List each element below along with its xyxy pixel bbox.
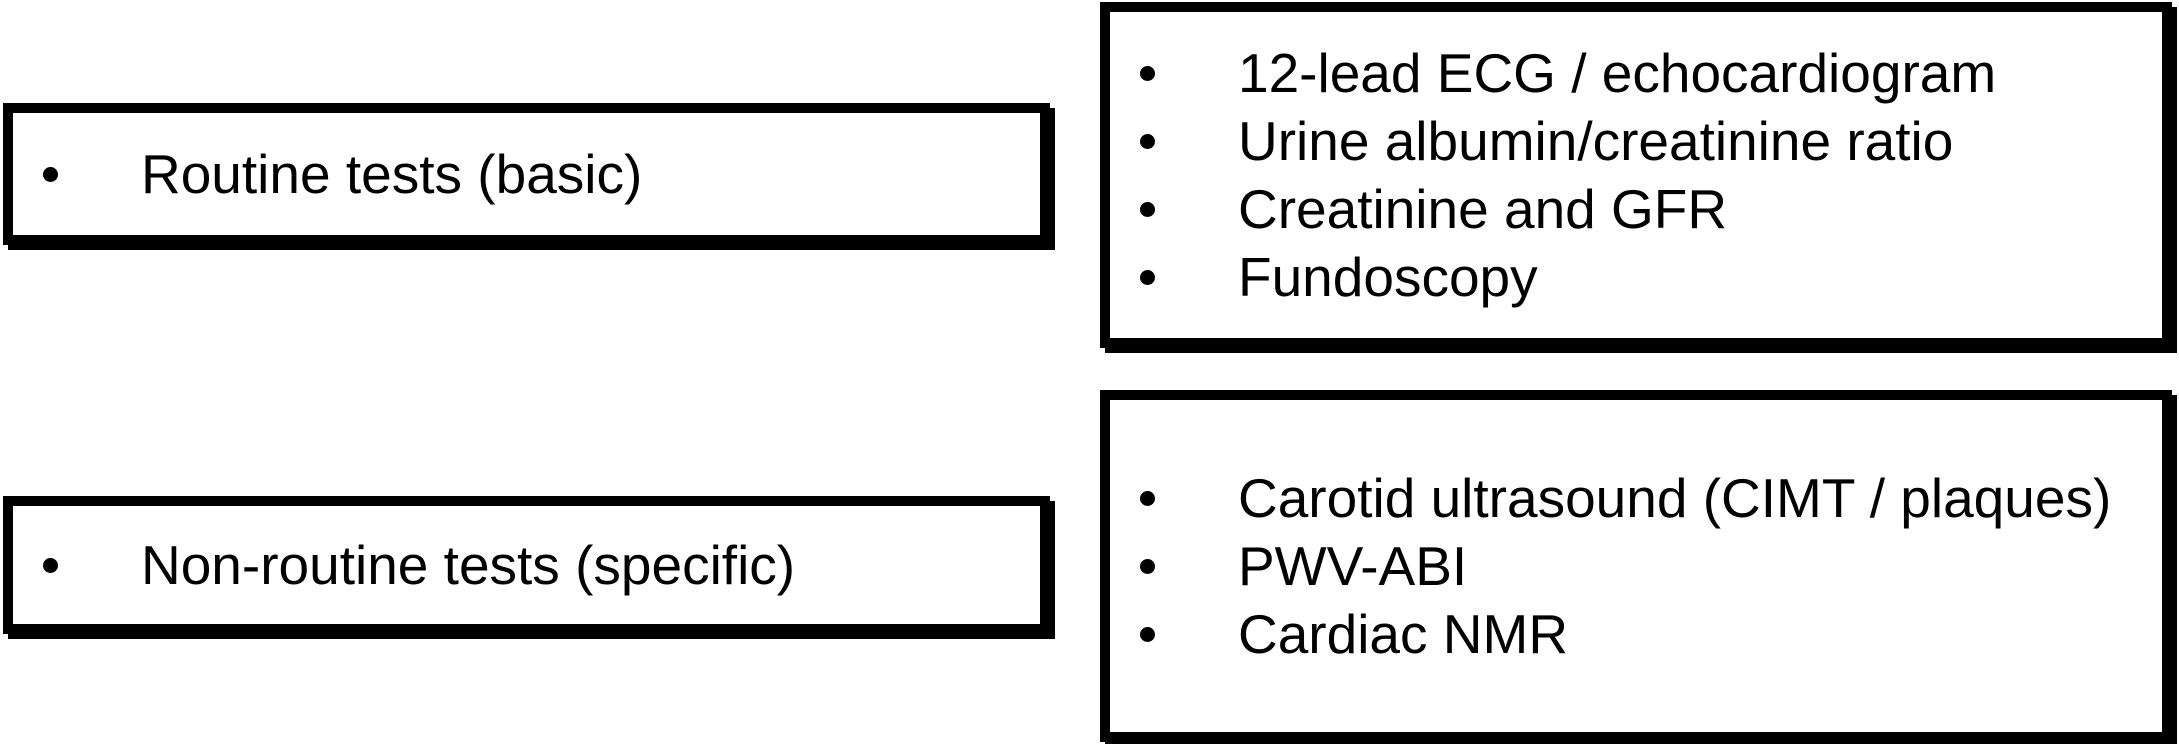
list-item: Creatinine and GFR	[1110, 175, 2162, 243]
routine-item-urine-label: Urine albumin/creatinine ratio	[1238, 110, 1954, 172]
routine-tests-detail-box: 12-lead ECG / echocardiogram Urine album…	[1100, 2, 2172, 348]
non-routine-item-nmr-label: Cardiac NMR	[1238, 603, 1569, 665]
bullet-icon	[43, 557, 58, 573]
list-item: 12-lead ECG / echocardiogram	[1110, 39, 2162, 107]
non-routine-tests-line: Non-routine tests (specific)	[13, 531, 1040, 599]
list-item: Urine albumin/creatinine ratio	[1110, 107, 2162, 175]
routine-item-ecg-label: 12-lead ECG / echocardiogram	[1238, 42, 1997, 104]
list-item: Fundoscopy	[1110, 243, 2162, 311]
bullet-icon	[1140, 65, 1155, 81]
non-routine-tests-label: Non-routine tests (specific)	[141, 534, 796, 596]
non-routine-item-carotid-label: Carotid ultrasound (CIMT / plaques)	[1238, 467, 2112, 529]
list-item: PWV-ABI	[1110, 532, 2162, 600]
routine-item-fundoscopy-label: Fundoscopy	[1238, 246, 1538, 308]
list-item: Cardiac NMR	[1110, 600, 2162, 668]
non-routine-tests-detail-box: Carotid ultrasound (CIMT / plaques) PWV-…	[1100, 390, 2172, 742]
bullet-icon	[43, 166, 58, 182]
routine-item-creatinine-label: Creatinine and GFR	[1238, 178, 1728, 240]
bullet-icon	[1140, 201, 1155, 217]
bullet-icon	[1140, 490, 1155, 506]
routine-tests-line: Routine tests (basic)	[13, 140, 1040, 208]
list-item: Carotid ultrasound (CIMT / plaques)	[1110, 464, 2162, 532]
non-routine-tests-box: Non-routine tests (specific)	[3, 496, 1050, 634]
non-routine-item-pwv-label: PWV-ABI	[1238, 535, 1468, 597]
bullet-icon	[1140, 558, 1155, 574]
bullet-icon	[1140, 269, 1155, 285]
routine-tests-box: Routine tests (basic)	[3, 103, 1050, 245]
bullet-icon	[1140, 133, 1155, 149]
routine-tests-label: Routine tests (basic)	[141, 143, 643, 205]
bullet-icon	[1140, 626, 1155, 642]
